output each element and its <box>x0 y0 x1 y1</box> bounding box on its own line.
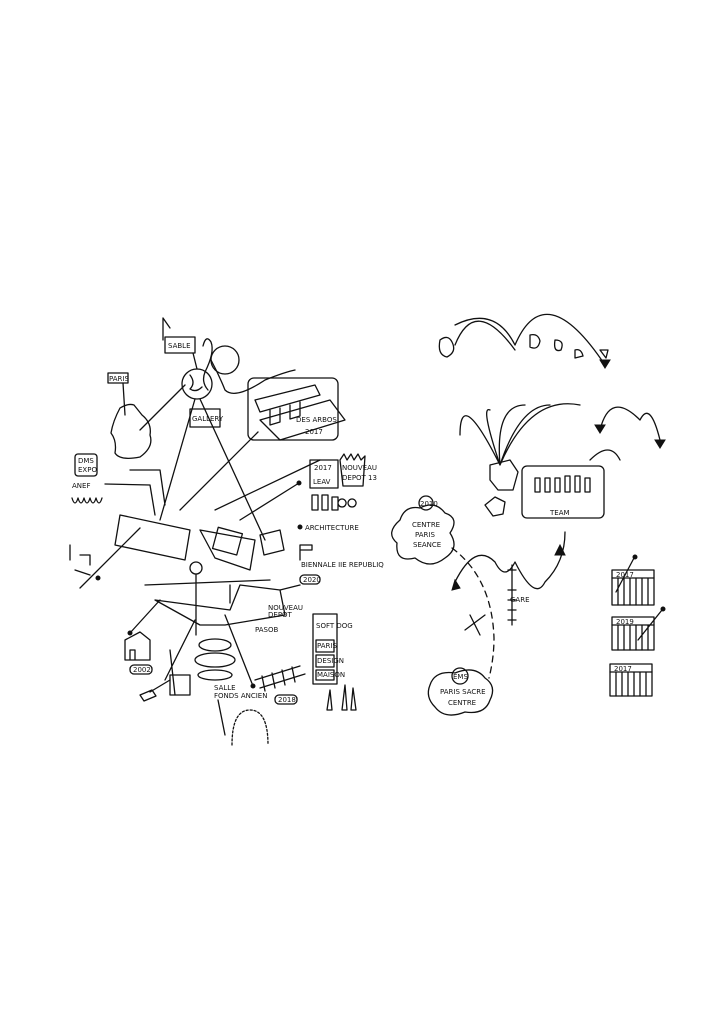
stadium-icon <box>198 638 232 652</box>
calendar-2017: 2017 <box>611 554 655 606</box>
curved-arrow <box>454 531 566 590</box>
expo-label: EXPO <box>78 466 97 474</box>
bubble-2002-label: 2002 <box>133 666 151 674</box>
right-sketch-map: TEAM 2010 CENTRE PARIS SEANCE GARE EMS P… <box>391 313 666 716</box>
centre-label-3: SEANCE <box>413 541 441 549</box>
country-shapes <box>438 333 609 359</box>
bookshelf <box>312 613 338 685</box>
arrowhead-icon <box>594 359 666 449</box>
dms-label: DMS <box>78 457 94 465</box>
burst-label-2: DEPOT 13 <box>342 474 377 482</box>
calendar-label: 2019 <box>616 618 634 626</box>
sign-label: SABLE <box>168 342 191 350</box>
left-sketch-map: SABLE PARIS GALLERY DES ARBOS 2017 DMS E… <box>69 317 384 746</box>
framed-house-icon <box>169 674 191 696</box>
benches-icon <box>254 665 306 692</box>
flag-icon <box>162 317 171 341</box>
burst-label-1: NOUVEAU <box>342 464 377 472</box>
book-label-4: MAISON <box>317 671 345 679</box>
arrowhead-icon <box>451 543 566 591</box>
origin-map-icon <box>489 459 519 491</box>
biennale-label: BIENNALE IIE REPUBLIQ <box>301 561 384 569</box>
flag-box <box>107 372 129 384</box>
bottom-blob <box>427 669 494 716</box>
leav-label: LEAV <box>313 478 331 486</box>
bottom-top-label: EMS <box>453 673 468 681</box>
bottom-label-1: PARIS SACRE <box>440 688 486 696</box>
team-panel <box>521 465 605 519</box>
team-people-icon <box>534 475 591 493</box>
bottom-label-2: CENTRE <box>448 699 476 707</box>
nouveau-depot-label-2: DEPOT <box>268 611 293 619</box>
bubble-2002 <box>129 664 153 675</box>
book-label-1: SOFT DOG <box>316 622 353 630</box>
centre-label-2: PARIS <box>415 531 435 539</box>
people-icon <box>326 684 357 711</box>
arbos-panel <box>247 377 339 441</box>
sign-box <box>164 336 196 354</box>
map-piece-icon <box>484 496 506 517</box>
arbos-label: DES ARBOS <box>296 416 337 424</box>
arbos-year: 2017 <box>305 428 323 436</box>
centre-label-1: CENTRE <box>412 521 440 529</box>
book-label-2: PARIS <box>317 642 337 650</box>
bubble-2020-label: 2020 <box>303 576 321 584</box>
dashed-route <box>451 547 495 679</box>
station-label: GARE <box>510 596 530 604</box>
france-map-icon <box>110 403 152 459</box>
centre-top-label: 2010 <box>420 500 438 508</box>
calendar-label: 2017 <box>616 571 634 579</box>
cross-icon <box>464 614 486 636</box>
globe-icon <box>181 368 213 400</box>
burst-icon <box>339 453 366 487</box>
building-block <box>144 573 286 636</box>
calendar-label: 2017 <box>614 665 632 673</box>
rail-track <box>507 564 517 626</box>
bubble-2018 <box>274 694 298 705</box>
leav-year: 2017 <box>314 464 332 472</box>
anef-label: ANEF <box>72 482 90 490</box>
arch-icon <box>231 709 269 746</box>
centre-blob <box>391 504 455 565</box>
team-label: TEAM <box>549 509 570 517</box>
leav-box <box>309 459 339 489</box>
house-icon <box>124 631 151 661</box>
dms-expo-box <box>74 453 98 477</box>
flag-label: PARIS <box>109 375 129 383</box>
building-block <box>79 459 321 589</box>
architecture-label: ARCHITECTURE <box>305 524 359 532</box>
calendar-2019: 2019 <box>611 606 666 651</box>
pasob-label: PASOB <box>255 626 279 634</box>
loop-circle <box>210 345 240 375</box>
calendar-2017-b: 2017 <box>609 663 653 697</box>
book-label-3: DESIGN <box>317 657 344 665</box>
gallery-label: GALLERY <box>192 415 224 423</box>
fonds-label: FONDS ANCIEN <box>214 692 267 700</box>
furniture-icon <box>69 544 91 576</box>
bubble-2018-label: 2018 <box>278 696 296 704</box>
people-icon <box>71 497 103 504</box>
bubble-2020 <box>299 574 321 585</box>
nouveau-depot-label-1: NOUVEAU <box>268 604 303 612</box>
pin-circle <box>189 561 203 575</box>
salle-label: SALLE <box>214 684 236 692</box>
people-icon <box>311 494 357 511</box>
flow-arrows <box>454 313 661 466</box>
